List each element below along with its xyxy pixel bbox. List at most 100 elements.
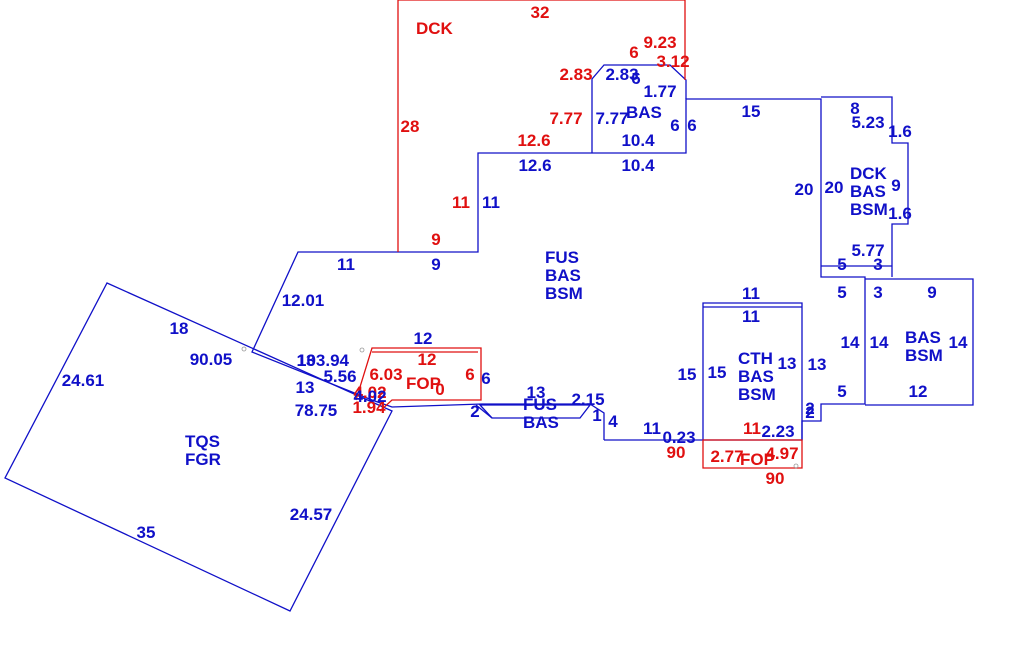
dimension-label: 14 xyxy=(870,333,889,352)
dimension-label: 15 xyxy=(678,365,697,384)
area-label-line: BAS xyxy=(905,328,941,347)
dimension-label: 2.23 xyxy=(761,422,794,441)
dimension-label: 11 xyxy=(742,307,760,326)
dimension-label: 12.01 xyxy=(282,291,325,310)
dimension-label: 9.23 xyxy=(643,33,676,52)
outline-fop-left xyxy=(355,347,482,412)
outline-right-addition xyxy=(865,278,974,406)
vertex-marker xyxy=(793,463,799,469)
dimension-label: 8 xyxy=(850,99,859,118)
area-label-line: CTH xyxy=(738,349,773,368)
dimension-label: 4.97 xyxy=(765,444,798,463)
area-label-line: BSM xyxy=(545,284,583,303)
dimension-label: 90.05 xyxy=(190,350,233,369)
outline-cth-room xyxy=(702,302,803,440)
area-label-line: BSM xyxy=(905,346,943,365)
dimension-label: 13 xyxy=(778,354,797,373)
dimension-label: 32 xyxy=(531,3,550,22)
dimension-label: 6 xyxy=(670,116,679,135)
dimension-label: 6 xyxy=(481,369,490,388)
outline-dck-upper xyxy=(821,96,909,277)
dimension-label: 6 xyxy=(629,43,638,62)
dimension-label: 9 xyxy=(431,255,440,274)
vertex-marker xyxy=(241,346,247,352)
dimension-label: 24.57 xyxy=(290,505,333,524)
area-label-line: BAS xyxy=(545,266,581,285)
dimension-label: 2.83 xyxy=(605,65,638,84)
area-label-line: BAS xyxy=(523,413,559,432)
dimension-label: 12 xyxy=(418,350,437,369)
area-label-line: BAS xyxy=(850,182,886,201)
dimension-label: 1.6 xyxy=(888,122,912,141)
deck-outline-red xyxy=(355,0,803,469)
dimension-label: 103.94 xyxy=(297,351,350,370)
dimension-label: 11 xyxy=(742,284,760,303)
area-label-line: DCK xyxy=(416,19,454,38)
dimension-label: 6 xyxy=(687,116,696,135)
outline-dck-top xyxy=(397,0,686,252)
dimension-label: 4.02 xyxy=(353,387,386,406)
dimension-label: 12 xyxy=(414,329,433,348)
dimension-label: 35 xyxy=(137,523,156,542)
dimension-label: 3 xyxy=(873,255,882,274)
dimension-label: 0 xyxy=(435,380,444,399)
area-fop-bottom: FOP xyxy=(740,450,775,469)
dimension-label: 9 xyxy=(891,176,900,195)
dimension-label: 2.83 xyxy=(559,65,592,84)
area-label-line: FUS xyxy=(545,248,579,267)
dimension-label: 14 xyxy=(841,333,860,352)
dimension-label: 9 xyxy=(927,283,936,302)
dimension-label: 13 xyxy=(808,355,827,374)
dimension-label: 11 xyxy=(337,255,355,274)
dimension-label: 6 xyxy=(465,365,474,384)
dimension-label: 1.94 xyxy=(352,398,386,417)
dimension-label: 90 xyxy=(667,443,686,462)
dimension-label: 20 xyxy=(795,180,814,199)
dimension-label: 2 xyxy=(805,403,814,422)
dimension-label: 0.23 xyxy=(662,428,695,447)
area-dck-top: DCK xyxy=(416,19,454,38)
area-label-line: FUS xyxy=(523,395,557,414)
dimension-label: 3.12 xyxy=(656,52,689,71)
area-label-line: FOP xyxy=(406,374,441,393)
dimension-label: 90 xyxy=(766,469,785,488)
outline-bas-top xyxy=(591,64,687,153)
dimension-label: 5.77 xyxy=(851,241,884,260)
dimension-label: 20 xyxy=(825,178,844,197)
dimension-label: 18 xyxy=(170,319,189,338)
outline-fus-bas-small xyxy=(478,404,592,419)
dimension-label: 10.4 xyxy=(621,156,655,175)
area-label-line: BAS xyxy=(738,367,774,386)
dimension-label: 11 xyxy=(452,193,470,212)
dimension-label: 11 xyxy=(743,419,761,438)
dimension-label: 14 xyxy=(949,333,968,352)
area-label-line: BAS xyxy=(626,103,662,122)
dimension-label: 5.56 xyxy=(323,367,356,386)
dimension-label: 12.6 xyxy=(517,131,550,150)
dimension-label: 15 xyxy=(742,102,761,121)
dimension-label: 11 xyxy=(482,193,500,212)
outline-tqs-fgr xyxy=(4,282,393,612)
dimension-label: 5.23 xyxy=(851,113,884,132)
area-fop-left: FOP xyxy=(406,374,441,393)
area-label-line: BSM xyxy=(850,200,888,219)
dimension-label: 10.4 xyxy=(621,131,655,150)
dimension-label: 1.6 xyxy=(888,204,912,223)
dimension-label: 11 xyxy=(643,419,661,438)
area-label-line: TQS xyxy=(185,432,220,451)
dimension-label: 13 xyxy=(527,383,546,402)
dimension-label: 2 xyxy=(470,402,479,421)
dimension-label: 28 xyxy=(401,117,420,136)
dimension-label: 6 xyxy=(631,69,640,88)
dimension-label: 9 xyxy=(431,230,440,249)
dimension-label: 15 xyxy=(708,363,727,382)
dimension-label: 24.61 xyxy=(62,371,105,390)
dimension-label: 2.77 xyxy=(710,447,743,466)
